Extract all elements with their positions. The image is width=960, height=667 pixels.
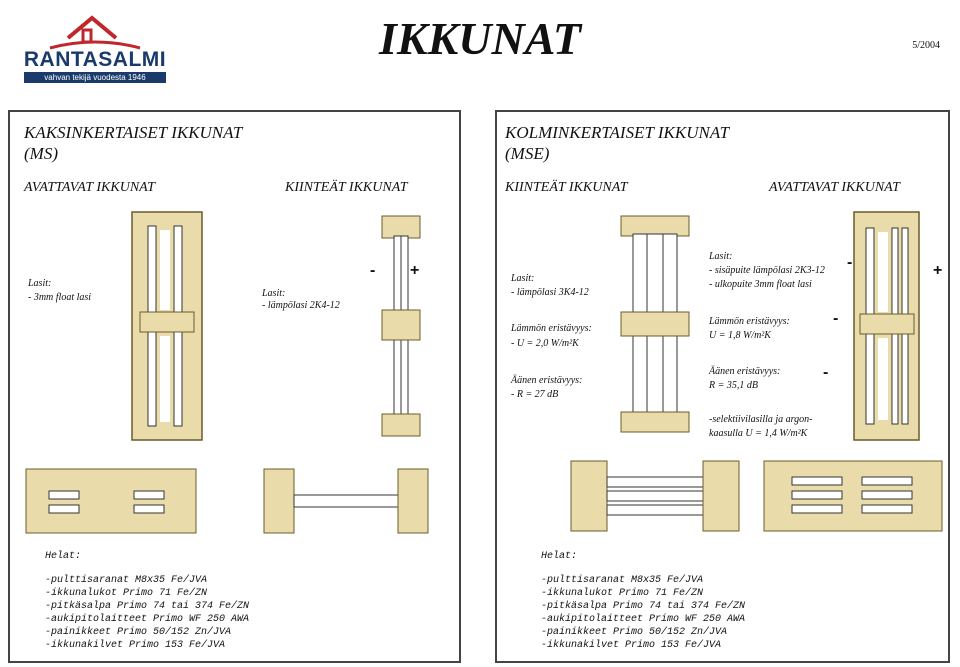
- glass-b-label: Lasit:: [262, 288, 286, 299]
- left-hardware-3: -pitkäsalpa Primo 74 tai 374 Fe/ZN: [45, 601, 250, 612]
- left-hardware-1: -pulttisaranat M8x35 Fe/JVA: [45, 575, 208, 586]
- right-hardware-5: -painikkeet Primo 50/152 Zn/JVA: [541, 627, 728, 638]
- left-sub-fixed: KIINTEÄT IKKUNAT: [285, 180, 408, 195]
- right-hardware-1: -pulttisaranat M8x35 Fe/JVA: [541, 575, 704, 586]
- glass-b-value: - lämpölasi 2K4-12: [262, 300, 340, 311]
- left-hardware-2: -ikkunalukot Primo 71 Fe/ZN: [45, 588, 208, 599]
- glass-a-value: - 3mm float lasi: [28, 292, 92, 303]
- triple-opening-window-section: [853, 211, 920, 441]
- fixed-sound-value: - R = 27 dB: [511, 389, 559, 400]
- minus-sign: -: [370, 262, 376, 279]
- right-sub-opening: AVATTAVAT IKKUNAT: [769, 180, 900, 195]
- open-sound-value: R = 35,1 dB: [709, 380, 758, 391]
- right-hardware-3: -pitkäsalpa Primo 74 tai 374 Fe/ZN: [541, 601, 746, 612]
- fixed-sound-label: Äänen eristävyys:: [511, 375, 583, 386]
- open-glass-label: Lasit:: [709, 251, 733, 262]
- left-hardware-6: -ikkunakilvet Primo 153 Fe/JVA: [45, 640, 226, 651]
- left-heading-1: KAKSINKERTAISET IKKUNAT: [24, 123, 243, 142]
- triple-fixed-window-section: [620, 215, 690, 433]
- plus-sign: +: [933, 262, 943, 279]
- page-title: IKKUNAT: [379, 13, 581, 64]
- opening-window-plan-section: [25, 468, 197, 534]
- fixed-glass-label: Lasit:: [511, 273, 535, 284]
- glass-a-label: Lasit:: [28, 278, 52, 289]
- house-roof-icon: [49, 15, 141, 50]
- right-panel: KOLMINKERTAISET IKKUNAT (MSE) KIINTEÄT I…: [495, 110, 950, 663]
- minus-sign: -: [847, 254, 853, 271]
- left-hardware-label: Helat:: [45, 551, 82, 562]
- right-hardware-label: Helat:: [541, 551, 578, 562]
- brand-tagline: vahvan tekijä vuodesta 1946: [24, 72, 166, 83]
- brand-name: RANTASALMI: [23, 48, 167, 71]
- left-panel: KAKSINKERTAISET IKKUNAT (MS) AVATTAVAT I…: [8, 110, 461, 663]
- open-heat-label: Lämmön eristävyys:: [709, 316, 790, 327]
- right-hardware-6: -ikkunakilvet Primo 153 Fe/JVA: [541, 640, 722, 651]
- document-date: 5/2004: [912, 40, 940, 51]
- left-sub-opening: AVATTAVAT IKKUNAT: [24, 180, 155, 195]
- left-hardware-5: -painikkeet Primo 50/152 Zn/JVA: [45, 627, 232, 638]
- plus-sign: +: [410, 262, 420, 279]
- open-glass-value-1: - sisäpuite lämpölasi 2K3-12: [709, 265, 825, 276]
- left-hardware-4: -aukipitolaitteet Primo WF 250 AWA: [45, 614, 250, 625]
- right-sub-fixed: KIINTEÄT IKKUNAT: [505, 180, 628, 195]
- right-heading-2: (MSE): [505, 144, 550, 163]
- fixed-window-plan-section: [263, 468, 429, 534]
- left-heading-2: (MS): [24, 144, 58, 163]
- right-hardware-4: -aukipitolaitteet Primo WF 250 AWA: [541, 614, 746, 625]
- double-opening-window-section: [131, 211, 203, 441]
- company-logo: RANTASALMI vahvan tekijä vuodesta 1946: [20, 8, 170, 83]
- minus-sign: -: [823, 364, 829, 381]
- open-glass-value-2: - ulkopuite 3mm float lasi: [709, 279, 812, 290]
- open-heat-value: U = 1,8 W/m²K: [709, 330, 771, 341]
- selective-line-2: kaasulla U = 1,4 W/m²K: [709, 428, 808, 439]
- double-fixed-window-section: [381, 215, 421, 437]
- fixed-heat-value: - U = 2,0 W/m²K: [511, 338, 579, 349]
- fixed-heat-label: Lämmön eristävyys:: [511, 323, 592, 334]
- fixed-glass-value: - lämpölasi 3K4-12: [511, 287, 589, 298]
- triple-opening-plan-section: [763, 460, 943, 532]
- right-hardware-2: -ikkunalukot Primo 71 Fe/ZN: [541, 588, 704, 599]
- open-sound-label: Äänen eristävyys:: [709, 366, 781, 377]
- right-heading-1: KOLMINKERTAISET IKKUNAT: [505, 123, 730, 142]
- selective-line-1: -selektiivilasilla ja argon-: [709, 414, 813, 425]
- triple-fixed-plan-section: [570, 460, 740, 532]
- minus-sign: -: [833, 310, 839, 327]
